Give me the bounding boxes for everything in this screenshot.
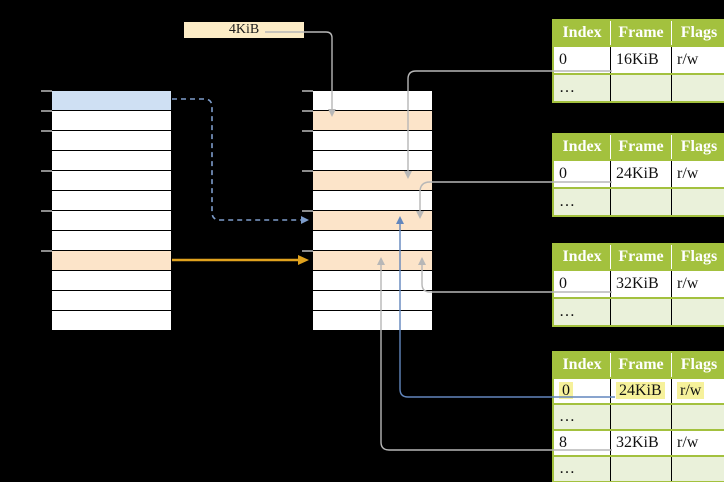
- address-tick: [41, 90, 52, 92]
- table-cell: [610, 187, 672, 216]
- column-header: Frame: [610, 20, 672, 46]
- virtual-page-cell: [52, 211, 171, 230]
- virtual-page-cell: [52, 151, 171, 170]
- physical-frame-cell: [313, 231, 432, 250]
- physical-frame-cell: [313, 291, 432, 310]
- page-size-label: 4KiB: [184, 22, 304, 38]
- address-tick: [302, 90, 313, 92]
- column-header: Flags: [671, 20, 724, 46]
- column-header: Frame: [610, 352, 672, 378]
- table-cell: [610, 403, 672, 430]
- table-cell: [671, 73, 724, 102]
- highlighted-value: r/w: [677, 382, 705, 399]
- table-cell: r/w: [671, 45, 724, 74]
- table-cell: 16KiB: [610, 45, 672, 74]
- table-cell: r/w: [671, 429, 724, 456]
- table-cell: …: [553, 297, 611, 326]
- table-cell: [671, 455, 724, 482]
- virtual-page-cell: [52, 251, 171, 270]
- table-cell: [610, 455, 672, 482]
- table-cell: 24KiB: [610, 159, 672, 188]
- virtual-page-cell: [52, 291, 171, 310]
- virtual-page-cell: [52, 231, 171, 250]
- table-cell: …: [553, 73, 611, 102]
- table-cell: …: [553, 187, 611, 216]
- table-cell: 24KiB: [610, 377, 672, 404]
- table-cell: [610, 297, 672, 326]
- column-header: Frame: [610, 244, 672, 270]
- column-header: Flags: [671, 134, 724, 160]
- table-cell: [671, 403, 724, 430]
- table-cell: …: [553, 403, 611, 430]
- table-cell: r/w: [671, 159, 724, 188]
- address-tick: [41, 130, 52, 132]
- address-tick: [302, 130, 313, 132]
- column-header: Flags: [671, 244, 724, 270]
- column-header: Index: [553, 20, 611, 46]
- table-cell: 32KiB: [610, 429, 672, 456]
- physical-frame-cell: [313, 251, 432, 270]
- table-row: …: [553, 455, 724, 482]
- table-cell: …: [553, 455, 611, 482]
- address-tick: [41, 110, 52, 112]
- highlighted-value: 24KiB: [616, 382, 665, 399]
- table-cell: 32KiB: [610, 269, 672, 298]
- table-cell: r/w: [671, 269, 724, 298]
- column-header: Index: [553, 244, 611, 270]
- table-cell: [671, 187, 724, 216]
- table-cell: r/w: [671, 377, 724, 404]
- physical-frame-cell: [313, 91, 432, 110]
- address-tick: [41, 250, 52, 252]
- table-row: …: [553, 187, 724, 216]
- virtual-page-cell: [52, 191, 171, 210]
- virtual-page-cell: [52, 131, 171, 150]
- column-header: Index: [553, 134, 611, 160]
- table-row: …: [553, 73, 724, 102]
- table-cell: [671, 297, 724, 326]
- virtual-page-cell: [52, 271, 171, 290]
- highlighted-value: 0: [559, 382, 573, 399]
- address-tick: [302, 210, 313, 212]
- table-cell: 0: [553, 269, 611, 298]
- physical-frame-cell: [313, 311, 432, 330]
- column-header: Index: [553, 352, 611, 378]
- physical-frame-cell: [313, 211, 432, 230]
- virtual-page-cell: [52, 311, 171, 330]
- physical-memory-column: [313, 91, 432, 331]
- address-tick: [302, 110, 313, 112]
- address-tick: [302, 170, 313, 172]
- address-tick: [41, 210, 52, 212]
- virtual-page-walk-dashed-arrow: [172, 98, 309, 224]
- physical-frame-cell: [313, 131, 432, 150]
- physical-frame-cell: [313, 191, 432, 210]
- table-cell: 0: [553, 45, 611, 74]
- table-row: 0 24KiB r/w: [553, 377, 724, 404]
- column-header: Frame: [610, 134, 672, 160]
- table-cell: 0: [553, 159, 611, 188]
- physical-frame-cell: [313, 271, 432, 290]
- address-tick: [302, 250, 313, 252]
- address-tick: [41, 170, 52, 172]
- virtual-page-cell: [52, 91, 171, 110]
- table-cell: 0: [553, 377, 611, 404]
- virtual-page-cell: [52, 111, 171, 130]
- virtual-memory-column: [52, 91, 171, 331]
- virtual-page-cell: [52, 171, 171, 190]
- column-header: Flags: [671, 352, 724, 378]
- table-row: …: [553, 403, 724, 430]
- physical-frame-cell: [313, 151, 432, 170]
- physical-frame-cell: [313, 111, 432, 130]
- physical-frame-cell: [313, 171, 432, 190]
- table-cell: [610, 73, 672, 102]
- table-cell: 8: [553, 429, 611, 456]
- table-row: …: [553, 297, 724, 326]
